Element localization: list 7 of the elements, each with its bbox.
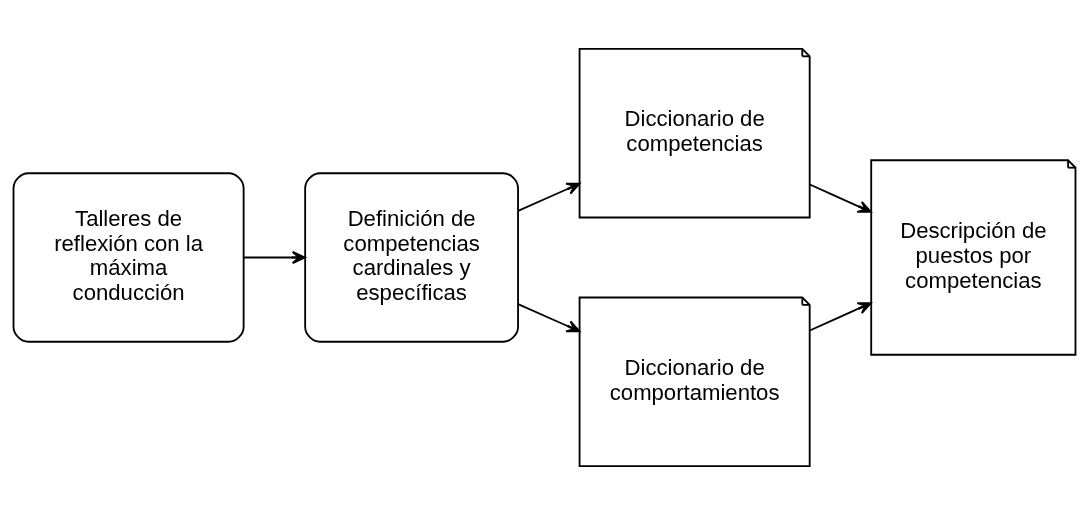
node-box: Talleres de reflexión con la máxima conducción [12,172,245,343]
node-box: Definición de competencias cardinales y específicas [304,172,519,343]
arrow [243,251,306,264]
arrow [517,182,581,212]
arrow [808,183,872,213]
arrow [517,303,581,333]
arrow [808,302,872,332]
